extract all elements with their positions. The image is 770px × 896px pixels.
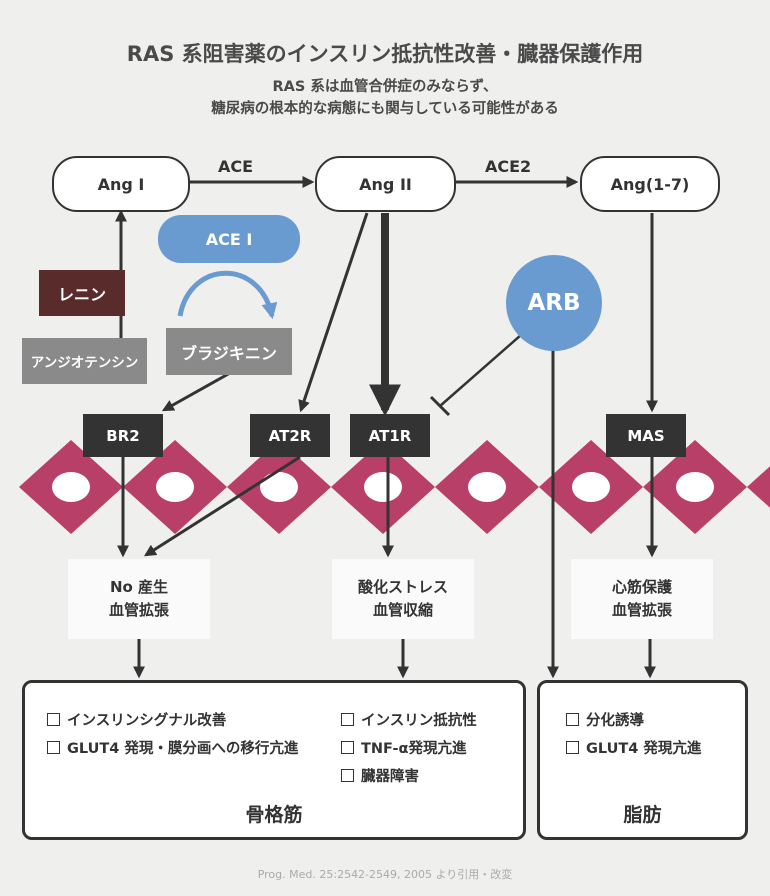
checkbox-icon bbox=[341, 769, 354, 782]
edge-label-ace2: ACE2 bbox=[485, 157, 532, 176]
node-renin: レニン bbox=[39, 270, 125, 316]
node-angiotensinogen-label: アンジオテンシン bbox=[30, 355, 139, 371]
muscle-item-label: 臓器障害 bbox=[361, 769, 419, 785]
node-ang17: Ang(1-7) bbox=[580, 156, 720, 212]
effect-cardioprotection: 心筋保護 血管拡張 bbox=[571, 559, 713, 639]
node-angiotensinogen: アンジオテンシン bbox=[22, 338, 147, 384]
node-arb-label: ARB bbox=[527, 290, 581, 316]
muscle-item-tnf: TNF-α発現亢進 bbox=[341, 737, 466, 758]
effect-no-production: No 産生 血管拡張 bbox=[68, 559, 210, 639]
muscle-item-organ-damage: 臓器障害 bbox=[341, 765, 419, 786]
node-renin-label: レニン bbox=[57, 285, 106, 304]
muscle-item-label: インスリンシグナル改善 bbox=[67, 713, 227, 729]
receptor-mas: MAS bbox=[606, 414, 686, 457]
fat-item-label: 分化誘導 bbox=[586, 713, 644, 729]
edge-label-ace: ACE bbox=[218, 157, 254, 176]
receptor-mas-label: MAS bbox=[627, 426, 665, 445]
node-ang2: Ang II bbox=[315, 156, 456, 212]
effect-no-line-2: 血管拡張 bbox=[108, 601, 169, 619]
node-ang1: Ang I bbox=[52, 156, 190, 212]
muscle-item-insulin-signal: インスリンシグナル改善 bbox=[47, 709, 226, 730]
node-arb: ARB bbox=[506, 255, 602, 351]
effect-no-line-1: No 産生 bbox=[109, 578, 169, 596]
muscle-item-insulin-resistance: インスリン抵抗性 bbox=[341, 709, 477, 730]
subtitle-line-2: 糖尿病の根本的な病態にも関与している可能性がある bbox=[211, 101, 559, 117]
effect-cardio-line-1: 心筋保護 bbox=[611, 578, 672, 596]
node-ang2-label: Ang II bbox=[359, 174, 412, 194]
skeletal-muscle-box bbox=[22, 680, 526, 840]
effect-stress-line-1: 酸化ストレス bbox=[357, 578, 448, 596]
muscle-item-label: TNF-α発現亢進 bbox=[361, 741, 467, 757]
inhibit-arb-at1r bbox=[439, 334, 522, 407]
receptor-br2: BR2 bbox=[83, 414, 163, 457]
cell-nucleus bbox=[364, 472, 402, 502]
node-ang17-label: Ang(1-7) bbox=[610, 174, 690, 194]
checkbox-icon bbox=[47, 741, 60, 754]
subtitle-line-1: RAS 系は血管合併症のみならず、 bbox=[272, 79, 498, 95]
muscle-item-label: GLUT4 発現・膜分画への移行亢進 bbox=[67, 741, 299, 757]
inhibit-bar bbox=[429, 395, 451, 417]
fat-item-glut4: GLUT4 発現亢進 bbox=[566, 737, 701, 758]
arrows bbox=[115, 176, 658, 679]
node-ace1-label: ACE I bbox=[205, 229, 253, 249]
arrow-ang2-at2r bbox=[298, 212, 369, 413]
node-bradykinin: ブラジキニン bbox=[166, 328, 292, 375]
page-title: RAS 系阻害薬のインスリン抵抗性改善・臓器保護作用 bbox=[126, 42, 644, 66]
fat-item-label: GLUT4 発現亢進 bbox=[586, 741, 702, 757]
fat-label: 脂肪 bbox=[623, 804, 662, 826]
receptor-at2r: AT2R bbox=[250, 414, 330, 457]
fat-box bbox=[537, 680, 748, 840]
ace-curve-arrow bbox=[177, 270, 278, 320]
receptor-br2-label: BR2 bbox=[106, 426, 140, 445]
checkbox-icon bbox=[341, 741, 354, 754]
arrow-bradykinin-br2 bbox=[161, 371, 231, 412]
checkbox-icon bbox=[47, 713, 60, 726]
checkbox-icon bbox=[566, 741, 579, 754]
muscle-item-label: インスリン抵抗性 bbox=[361, 713, 477, 729]
cell-nucleus bbox=[676, 472, 714, 502]
cell-nucleus bbox=[260, 472, 298, 502]
citation: Prog. Med. 25:2542-2549, 2005 より引用・改変 bbox=[257, 868, 513, 881]
cell-nucleus bbox=[52, 472, 90, 502]
checkbox-icon bbox=[341, 713, 354, 726]
arrow-at2r-no bbox=[143, 455, 301, 557]
cell-nucleus bbox=[468, 472, 506, 502]
node-ang1-label: Ang I bbox=[97, 174, 145, 194]
membrane-cell bbox=[747, 466, 770, 508]
receptor-at1r: AT1R bbox=[350, 414, 430, 457]
effect-cardio-line-2: 血管拡張 bbox=[611, 601, 672, 619]
muscle-item-glut4: GLUT4 発現・膜分画への移行亢進 bbox=[47, 737, 298, 758]
receptor-at1r-label: AT1R bbox=[368, 426, 412, 445]
checkbox-icon bbox=[566, 713, 579, 726]
effect-oxidative-stress: 酸化ストレス 血管収縮 bbox=[332, 559, 474, 639]
cell-nucleus bbox=[572, 472, 610, 502]
cell-nucleus bbox=[156, 472, 194, 502]
node-bradykinin-label: ブラジキニン bbox=[181, 343, 277, 363]
skeletal-muscle-label: 骨格筋 bbox=[245, 804, 303, 826]
effect-stress-line-2: 血管収縮 bbox=[372, 601, 433, 619]
receptor-at2r-label: AT2R bbox=[268, 426, 312, 445]
fat-item-differentiation: 分化誘導 bbox=[566, 709, 644, 730]
node-ace1: ACE I bbox=[158, 215, 300, 263]
